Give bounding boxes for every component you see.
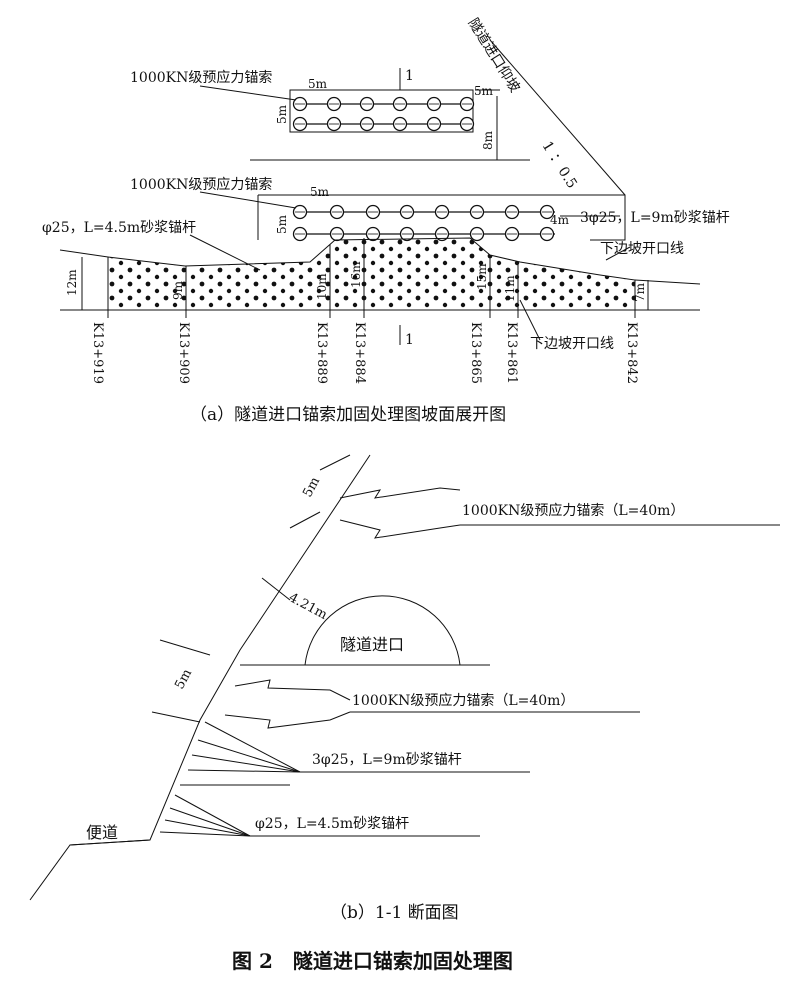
slope-ratio-2: 0.5	[555, 164, 580, 191]
label-bolt-small: φ25，L=4.5m砂浆锚杆	[255, 816, 409, 832]
dim-5m-top-left: 5m	[275, 104, 289, 124]
panel-b-text: 1000KN级预应力锚索（L=40m） 1000KN级预应力锚索（L=40m） …	[86, 475, 684, 842]
dim-7m: 7m	[633, 282, 647, 302]
dim-10m: 10m	[315, 273, 329, 300]
label-anchor-cable-upper: 1000KN级预应力锚索（L=40m）	[462, 502, 684, 519]
upper-anchor-zone	[289, 89, 474, 133]
tunnel-arch	[304, 595, 461, 666]
slope-top-right	[634, 279, 701, 285]
panel-b	[29, 454, 780, 901]
panel-a	[59, 39, 701, 345]
station-label: K13+884	[352, 322, 367, 384]
dim-9m: 9m	[171, 280, 185, 300]
small-mortar-bolts	[159, 794, 480, 837]
lower-anchor-cables	[224, 679, 640, 729]
mortar-bolt-zone	[107, 237, 636, 311]
label-lower-slope-line-2: 下边坡开口线	[530, 336, 614, 352]
dim-5m-top: 5m	[308, 77, 328, 91]
label-anchor-cable-lower: 1000KN级预应力锚索（L=40m）	[352, 692, 574, 709]
middle-anchor-zone	[258, 194, 626, 241]
station-label: K13+842	[624, 322, 639, 384]
label-anchor-cable-mid: 1000KN级预应力锚索	[130, 176, 272, 193]
dim-12m: 12m	[65, 269, 79, 296]
station-label: K13+865	[468, 322, 483, 384]
dim-5m-top-right: 5m	[474, 84, 494, 98]
dim-4-21m: 4.21m	[286, 590, 329, 623]
slope-face	[29, 454, 371, 901]
label-road: 便道	[86, 823, 118, 842]
station-labels: K13+919 K13+909 K13+889 K13+884 K13+865 …	[90, 322, 639, 384]
upper-anchor-rows	[300, 103, 470, 125]
middle-anchor-heads	[292, 204, 555, 242]
label-lower-slope-line-1: 下边坡开口线	[600, 241, 684, 257]
panel-b-caption: （b）1-1 断面图	[330, 903, 459, 923]
dim-16m: 16m	[349, 261, 363, 288]
section-mark-bottom: 1	[405, 332, 414, 348]
upper-anchor-heads	[292, 96, 475, 132]
panel-a-caption: （a）隧道进口锚索加固处理图坡面展开图	[190, 405, 506, 425]
station-label: K13+919	[90, 322, 105, 384]
station-label: K13+889	[314, 322, 329, 384]
station-label: K13+861	[504, 322, 519, 384]
section-mark-top: 1	[405, 68, 414, 84]
station-label: K13+909	[176, 322, 191, 384]
dim-15m: 15m	[475, 263, 489, 290]
dim-5m-mid-left: 5m	[275, 214, 289, 234]
large-mortar-bolts	[180, 721, 530, 786]
road-surface	[69, 839, 151, 846]
label-bolt-large: 3φ25，L=9m砂浆锚杆	[312, 752, 462, 768]
dim-5m-lower: 5m	[172, 667, 195, 692]
label-anchor-cable-top: 1000KN级预应力锚索	[130, 69, 272, 86]
dim-5m-mid: 5m	[310, 185, 330, 199]
label-mortar-bolt-small: φ25，L=4.5m砂浆锚杆	[42, 220, 196, 236]
upper-anchor-cables	[339, 487, 780, 539]
dim-4m: 4m	[550, 213, 570, 227]
leader-lines	[189, 85, 631, 341]
slope-ratio-1: 1	[539, 139, 557, 155]
label-tunnel-entrance: 隧道进口	[340, 635, 404, 654]
dim-8m: 8m	[481, 130, 495, 150]
station-lines	[107, 238, 636, 318]
dim-5m-upper: 5m	[300, 475, 323, 500]
dim-11m: 11m	[503, 275, 517, 302]
dimension-lines	[151, 454, 351, 723]
slope-top-left	[59, 249, 109, 258]
figure-title: 图 2 隧道进口锚索加固处理图	[232, 949, 513, 973]
tunnel-slope-line	[489, 39, 626, 196]
label-mortar-bolt-large: 3φ25，L=9m砂浆锚杆	[580, 210, 730, 226]
